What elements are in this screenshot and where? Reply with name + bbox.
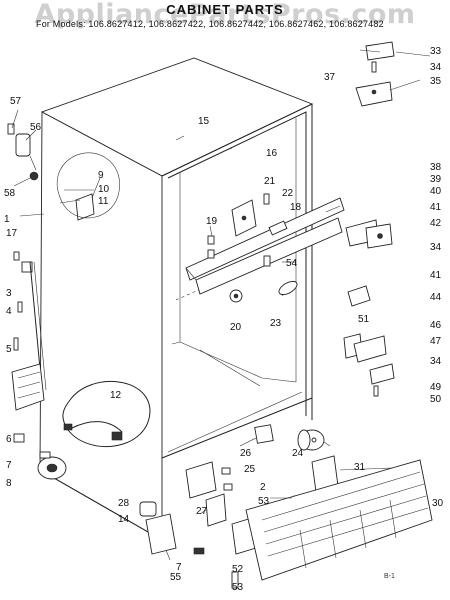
callout-47: 47 — [430, 336, 442, 347]
callout-7: 7 — [6, 460, 12, 471]
callout-2: 2 — [260, 482, 266, 493]
callout-labels: 5756581173456789101112141516181920212223… — [4, 46, 444, 593]
callout-51: 51 — [358, 314, 370, 325]
callout-1: 1 — [4, 214, 10, 225]
callout-17: 17 — [6, 228, 18, 239]
callout-53: 53 — [258, 496, 270, 507]
callout-38: 38 — [430, 162, 442, 173]
callout-35: 35 — [430, 76, 442, 87]
callout-34: 34 — [430, 62, 442, 73]
callout-9: 9 — [98, 170, 104, 181]
mullion-rail — [185, 197, 345, 296]
callout-33: 33 — [430, 46, 442, 57]
callout-53: 53 — [232, 582, 244, 593]
callout-25: 25 — [244, 464, 256, 475]
drawing-code: B-1 — [384, 573, 395, 580]
wiring-harness — [62, 381, 151, 448]
model-numbers: For Models: 106.8627412, 106.8627422, 10… — [36, 19, 384, 29]
page-title: CABINET PARTS — [166, 2, 284, 17]
base-parts — [139, 424, 433, 589]
callout-42: 42 — [430, 218, 442, 229]
callout-15: 15 — [198, 116, 210, 127]
callout-4: 4 — [6, 306, 12, 317]
callout-41: 41 — [430, 202, 442, 213]
callout-49: 49 — [430, 382, 442, 393]
callout-34: 34 — [430, 356, 442, 367]
watermark: AppliancePartsPros.com — [34, 0, 416, 30]
callout-6: 6 — [6, 434, 12, 445]
callout-27: 27 — [196, 506, 208, 517]
callout-50: 50 — [430, 394, 442, 405]
callout-3: 3 — [6, 288, 12, 299]
callout-22: 22 — [282, 188, 294, 199]
callout-34: 34 — [430, 242, 442, 253]
callout-44: 44 — [430, 292, 442, 303]
callout-40: 40 — [430, 186, 442, 197]
callout-18: 18 — [290, 202, 302, 213]
callout-16: 16 — [266, 148, 278, 159]
callout-24: 24 — [292, 448, 304, 459]
callout-58: 58 — [4, 188, 16, 199]
callout-5: 5 — [6, 344, 12, 355]
callout-28: 28 — [118, 498, 130, 509]
callout-20: 20 — [230, 322, 242, 333]
upper-bracket — [231, 199, 257, 237]
callout-37: 37 — [324, 72, 336, 83]
callout-54: 54 — [286, 258, 298, 269]
callout-30: 30 — [432, 498, 444, 509]
callout-31: 31 — [354, 462, 366, 473]
interior-small-parts — [175, 135, 298, 303]
callout-46: 46 — [430, 320, 442, 331]
leader-lines — [11, 49, 431, 515]
callout-41: 41 — [430, 270, 442, 281]
callout-10: 10 — [98, 184, 110, 195]
callout-8: 8 — [6, 478, 12, 489]
callout-12: 12 — [110, 390, 122, 401]
callout-11: 11 — [98, 196, 109, 207]
callout-14: 14 — [118, 514, 130, 525]
callout-55: 55 — [170, 572, 182, 583]
callout-56: 56 — [30, 122, 42, 133]
right-side-parts — [343, 41, 395, 397]
callout-57: 57 — [10, 96, 22, 107]
cabinet-body — [39, 57, 314, 561]
callout-21: 21 — [264, 176, 276, 187]
callout-7: 7 — [176, 562, 182, 573]
callout-19: 19 — [206, 216, 218, 227]
callout-52: 52 — [232, 564, 244, 575]
callout-23: 23 — [270, 318, 282, 329]
callout-26: 26 — [240, 448, 252, 459]
callout-39: 39 — [430, 174, 442, 185]
